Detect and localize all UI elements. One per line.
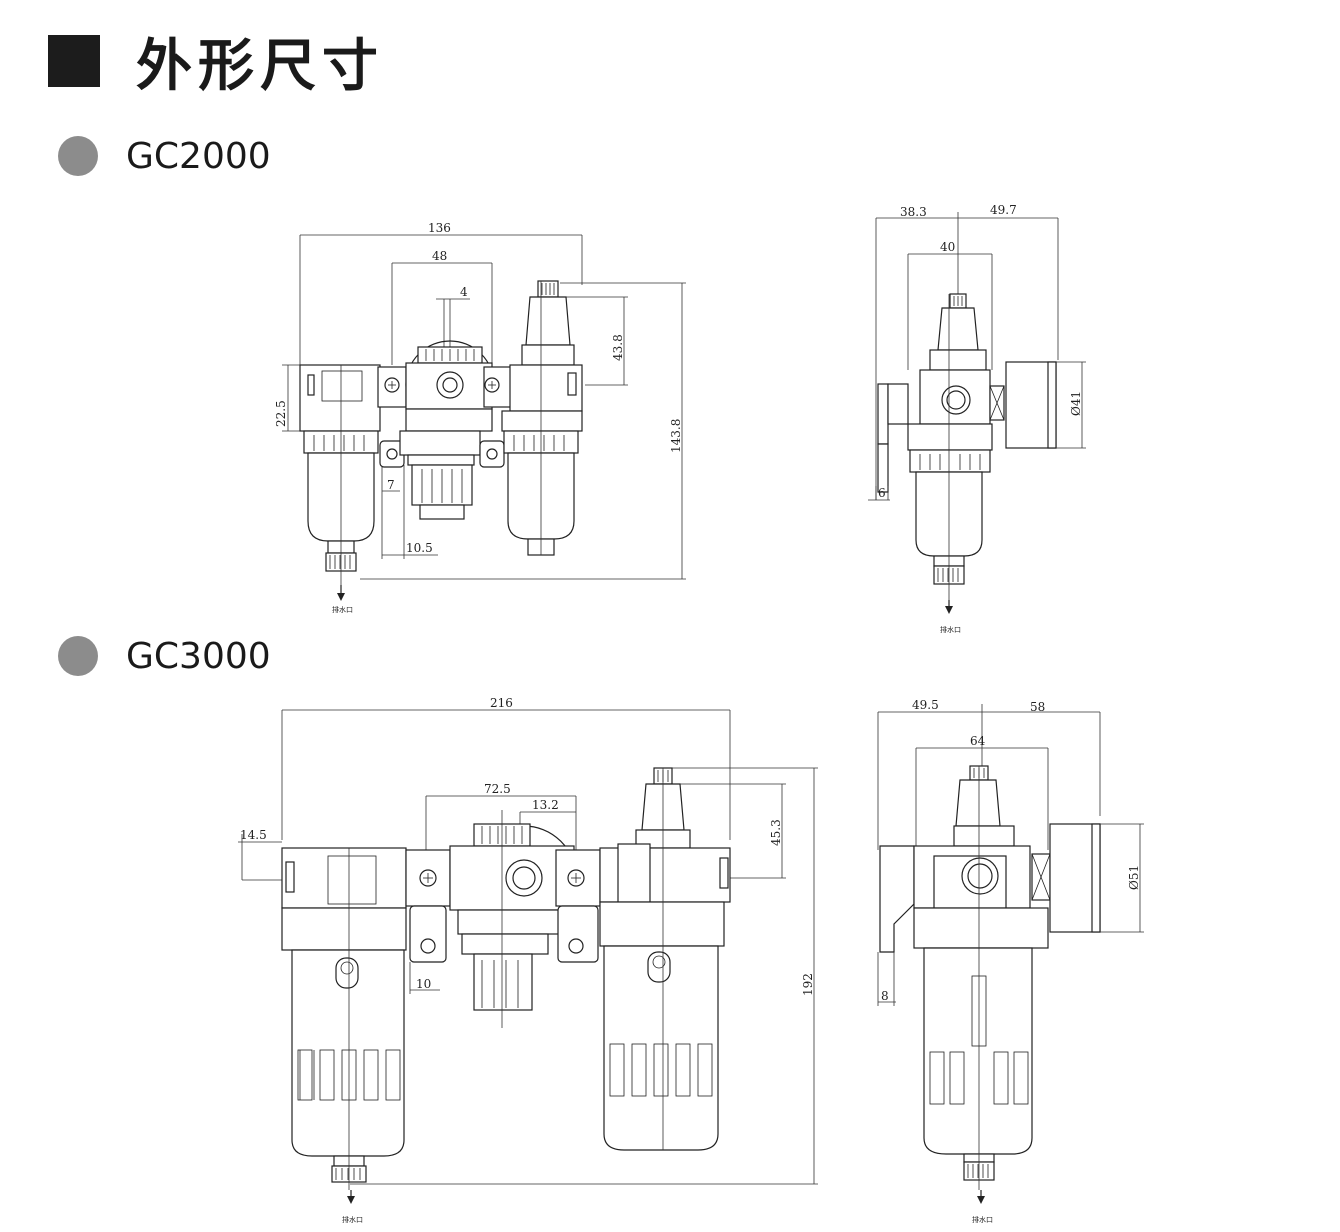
dim-bracket-width: 10.5 [406, 541, 433, 555]
dim-bracket-height: 7 [387, 478, 395, 492]
dim-side-gauge-dia: Ø51 [1127, 865, 1141, 890]
arrow-down-icon [347, 1196, 355, 1204]
dim-body-height: 22.5 [274, 400, 288, 427]
drain-label: 排水口 [342, 1215, 363, 1224]
page-title: 外形尺寸 [48, 26, 384, 99]
gc2000-front-drawing: 136 48 4 43.8 143.8 22.5 排水口 [274, 221, 686, 614]
drain-label: 排水口 [972, 1215, 993, 1224]
dim-side-left: 38.3 [900, 205, 927, 219]
dim-total-width: 136 [428, 221, 451, 235]
circle-bullet-icon [58, 636, 98, 676]
arrow-down-icon [977, 1196, 985, 1204]
dim-side-bracket: 6 [878, 486, 886, 500]
dim-lubricator-top: 45.3 [769, 819, 783, 846]
dim-side-left: 49.5 [912, 698, 939, 712]
arrow-down-icon [945, 606, 953, 614]
dim-total-height: 143.8 [669, 419, 683, 453]
model-name: GC3000 [126, 635, 271, 677]
gc3000-side-drawing: 49.5 58 64 8 Ø51 排水口 [877, 698, 1144, 1224]
dim-regulator-width: 72.5 [484, 782, 511, 796]
model-name: GC2000 [126, 135, 271, 177]
drain-label: 排水口 [940, 625, 961, 634]
dim-side-bracket: 8 [881, 989, 889, 1003]
dim-side-width: 40 [940, 240, 955, 254]
dim-total-height: 192 [801, 973, 815, 996]
circle-bullet-icon [58, 136, 98, 176]
dim-bracket-width: 10 [416, 977, 431, 991]
square-bullet-icon [48, 35, 100, 87]
drain-label: 排水口 [332, 605, 353, 614]
dim-lubricator-top: 43.8 [611, 334, 625, 361]
dim-side-width: 64 [970, 734, 986, 748]
dim-side-gauge-dia: Ø41 [1069, 391, 1083, 416]
model-heading-gc3000: GC3000 [58, 634, 271, 678]
gc2000-side-drawing: 38.3 49.7 40 6 Ø41 排水口 [868, 203, 1086, 634]
dim-side-right: 49.7 [990, 203, 1017, 217]
dim-body-offset: 14.5 [240, 828, 267, 842]
dim-total-width: 216 [490, 696, 513, 710]
arrow-down-icon [337, 593, 345, 601]
dim-regulator-width: 48 [432, 249, 447, 263]
dim-gauge-offset: 13.2 [532, 798, 559, 812]
model-heading-gc2000: GC2000 [58, 134, 271, 178]
dim-gauge-offset: 4 [460, 285, 468, 299]
gc3000-front-drawing: 216 72.5 13.2 45.3 192 14.5 排水口 [238, 696, 818, 1224]
page-title-text: 外形尺寸 [136, 33, 384, 99]
dim-side-right: 58 [1030, 700, 1045, 714]
